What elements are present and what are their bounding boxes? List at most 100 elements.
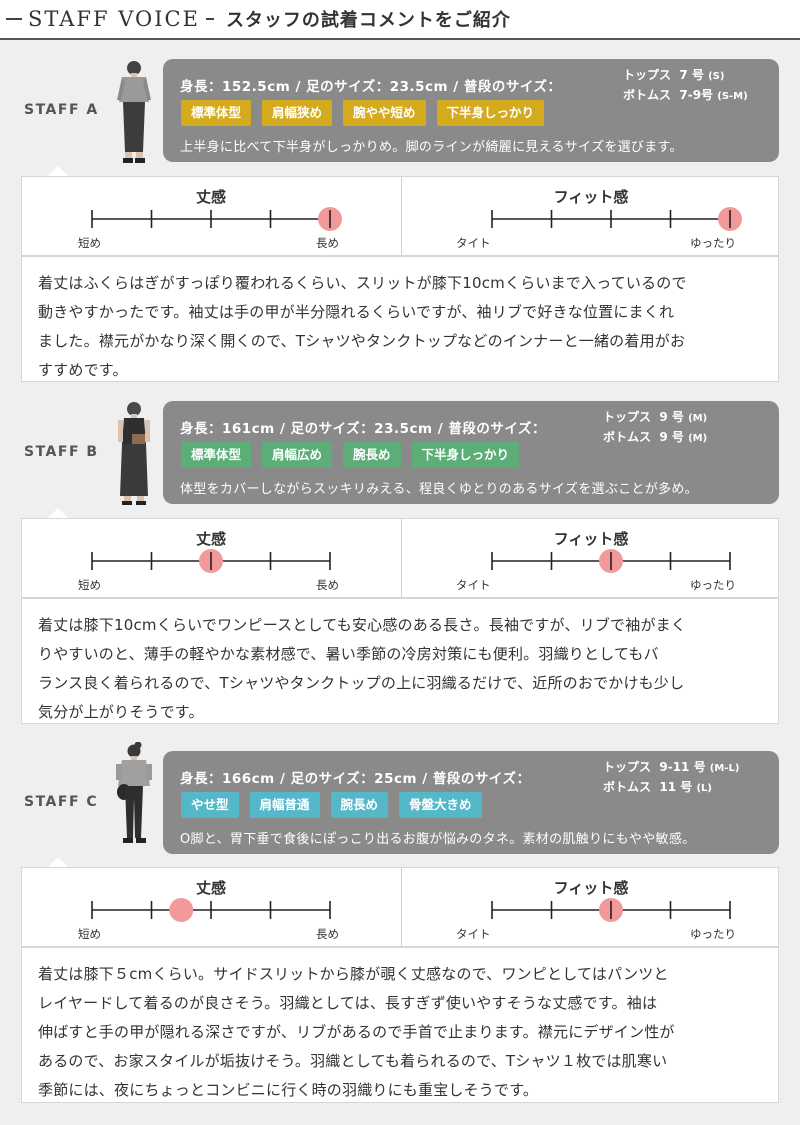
note-line: 動きやすかったです。袖丈は手の甲が半分隠れるくらいですが、袖リブで好きな位置にま… (38, 303, 675, 321)
scale-fit: フィット感 タイト ゆったり (402, 177, 780, 255)
scale-title: 丈感 (195, 530, 226, 548)
staff-profile-bubble: 身長：152.5cm / 足のサイズ：23.5cm / 普段のサイズ： トップス… (163, 59, 779, 162)
staff-profile-bubble: 身長：161cm / 足のサイズ：23.5cm / 普段のサイズ： トップス 9… (163, 401, 779, 504)
body-tag: 下半身しっかり (436, 100, 545, 126)
scales-divider (401, 519, 402, 597)
body-tag: 標準体型 (181, 100, 252, 126)
note-line: 気分が上がりそうです。 (38, 703, 204, 721)
staff-stats: 身長：152.5cm / 足のサイズ：23.5cm / 普段のサイズ： (180, 79, 562, 95)
usual-sizes: トップス 7 号 (S) ボトムス 7-9号 (S-M) (623, 66, 748, 106)
size-bottoms: ボトムス 11 号 (L) (603, 780, 712, 794)
speech-tail (48, 508, 68, 518)
scale-left-label: タイト (456, 927, 491, 941)
scale-left-label: タイト (456, 236, 491, 250)
fit-scales: 丈感 短め 長め フィット感 タイト ゆったり (21, 176, 779, 256)
staff-c-figure-illustration (116, 742, 152, 843)
note-line: ました。襟元がかなり深く開くので、Tシャツやタンクトップなどのインナーと一緒の着… (38, 332, 686, 350)
staff-comment: 体型をカバーしながらスッキリみえる、程良くゆとりのあるサイズを選ぶことが多め。 (180, 482, 698, 497)
note-line: りやすいのと、薄手の軽やかな素材感で、暑い季節の冷房対策にも便利。羽織りとしても… (38, 645, 659, 663)
scale-right-label: 長め (316, 236, 339, 250)
body-tag: 肩幅狭め (262, 100, 333, 126)
scale-title: 丈感 (195, 188, 226, 206)
note-line: 伸ばすと手の甲が隠れる深さですが、リブがあるので手首で止まります。襟元にデザイン… (38, 1023, 675, 1041)
staff-label: STAFF B (24, 444, 99, 460)
page-header: STAFF VOICE スタッフの試着コメントをご紹介 (0, 0, 800, 38)
usual-sizes: トップス 9-11 号 (M-L) ボトムス 11 号 (L) (603, 758, 739, 798)
scale-graphic (491, 898, 731, 922)
note-line: あるので、お家スタイルが垢抜けそう。羽織としても着られるので、Tシャツ１枚では肌… (38, 1052, 668, 1070)
body-type-tags: 標準体型 肩幅狭め 腕やや短め 下半身しっかり (181, 100, 545, 126)
scale-graphic (91, 549, 331, 573)
scale-left-label: 短め (78, 578, 101, 592)
usual-sizes: トップス 9 号 (M) ボトムス 9 号 (M) (603, 408, 707, 448)
scale-left-label: 短め (78, 236, 101, 250)
body-tag: 腕長め (330, 792, 389, 818)
fitting-note: 着丈は膝下５cmくらい。サイドスリットから膝が覗く丈感なので、ワンピとしてはパン… (21, 947, 779, 1103)
size-bottoms: ボトムス 7-9号 (S-M) (623, 88, 748, 102)
scale-left-label: 短め (78, 927, 101, 941)
size-tops: トップス 9-11 号 (M-L) (603, 760, 740, 774)
body-type-tags: やせ型 肩幅普通 腕長め 骨盤大きめ (181, 792, 482, 818)
scale-fit: フィット感 タイト ゆったり (402, 868, 780, 946)
header-title-jp: スタッフの試着コメントをご紹介 (225, 10, 511, 31)
staff-stats: 身長：161cm / 足のサイズ：23.5cm / 普段のサイズ： (180, 421, 546, 437)
staff-comment: 上半身に比べて下半身がしっかりめ。脚のラインが綺麗に見えるサイズを選びます。 (180, 140, 683, 155)
size-tops: トップス 9 号 (M) (603, 410, 708, 424)
scale-length: 丈感 短め 長め (22, 519, 400, 597)
scales-divider (401, 177, 402, 255)
scale-right-label: 長め (316, 927, 339, 941)
body-tag: 下半身しっかり (411, 442, 520, 468)
note-line: すすめです。 (38, 361, 128, 379)
fit-scales: 丈感 短め 長め フィット感 タイト ゆったり (21, 518, 779, 598)
scale-title: フィット感 (553, 188, 629, 206)
fit-scales: 丈感 短め 長め フィット感 タイト ゆったり (21, 867, 779, 947)
body-tag: 腕やや短め (343, 100, 426, 126)
staff-comment: O脚と、胃下垂で食後にぽっこり出るお腹が悩みのタネ。素材の肌触りにもやや敏感。 (180, 832, 696, 847)
scale-left-label: タイト (456, 578, 491, 592)
speech-tail (48, 857, 68, 867)
body-tag: やせ型 (181, 792, 239, 818)
note-line: 着丈は膝下10cmくらいでワンピースとしても安心感のある長さ。長袖ですが、リブで… (38, 616, 687, 634)
body-tag: 標準体型 (181, 442, 252, 468)
body-tag: 骨盤大きめ (399, 792, 482, 818)
scale-graphic (491, 207, 742, 231)
scales-divider (401, 868, 402, 946)
note-line: 着丈は膝下５cmくらい。サイドスリットから膝が覗く丈感なので、ワンピとしてはパン… (38, 965, 669, 983)
header-dash-mid (205, 18, 214, 20)
note-line: ランス良く着られるので、Tシャツやタンクトップの上に羽織るだけで、近所のおでかけ… (38, 674, 685, 692)
body-tag: 肩幅広め (262, 442, 333, 468)
scale-length: 丈感 短め 長め (22, 177, 400, 255)
scale-right-label: 長め (316, 578, 339, 592)
header-dash-left (6, 18, 22, 20)
scale-title: フィット感 (553, 530, 629, 548)
scale-right-label: ゆったり (690, 927, 736, 941)
staff-label: STAFF C (24, 794, 99, 810)
body-tag: 肩幅普通 (249, 792, 320, 818)
scale-graphic (91, 207, 342, 231)
staff-stats: 身長：166cm / 足のサイズ：25cm / 普段のサイズ： (180, 771, 531, 787)
scale-right-label: ゆったり (690, 236, 736, 250)
note-line: 季節には、夜にちょっとコンビニに行く時の羽織りにも重宝しそうです。 (38, 1081, 539, 1099)
body-type-tags: 標準体型 肩幅広め 腕長め 下半身しっかり (181, 442, 520, 468)
header-underline (0, 38, 800, 40)
staff-profile-bubble: 身長：166cm / 足のサイズ：25cm / 普段のサイズ： トップス 9-1… (163, 751, 779, 854)
scale-right-label: ゆったり (690, 578, 736, 592)
size-bottoms: ボトムス 9 号 (M) (603, 430, 708, 444)
staff-b-figure-illustration (118, 402, 150, 505)
scale-graphic (91, 898, 331, 922)
body-tag: 腕長め (343, 442, 401, 468)
fitting-note: 着丈は膝下10cmくらいでワンピースとしても安心感のある長さ。長袖ですが、リブで… (21, 598, 779, 724)
scale-fit: フィット感 タイト ゆったり (402, 519, 780, 597)
note-line: レイヤードして着るのが良さそう。羽織としては、長すぎず使いやすそうな丈感です。袖… (38, 994, 658, 1012)
scale-length: 丈感 短め 長め (22, 868, 400, 946)
scale-marker (169, 898, 194, 922)
scale-title: 丈感 (195, 879, 226, 897)
staff-a-figure-illustration (117, 61, 151, 163)
scale-graphic (491, 549, 731, 573)
fitting-note: 着丈はふくらはぎがすっぽり覆われるくらい、スリットが膝下10cmくらいまで入って… (21, 256, 779, 382)
staff-label: STAFF A (24, 102, 99, 118)
size-tops: トップス 7 号 (S) (623, 68, 725, 82)
note-line: 着丈はふくらはぎがすっぽり覆われるくらい、スリットが膝下10cmくらいまで入って… (38, 274, 687, 292)
speech-tail (48, 166, 68, 176)
header-title-en: STAFF VOICE (28, 7, 200, 31)
